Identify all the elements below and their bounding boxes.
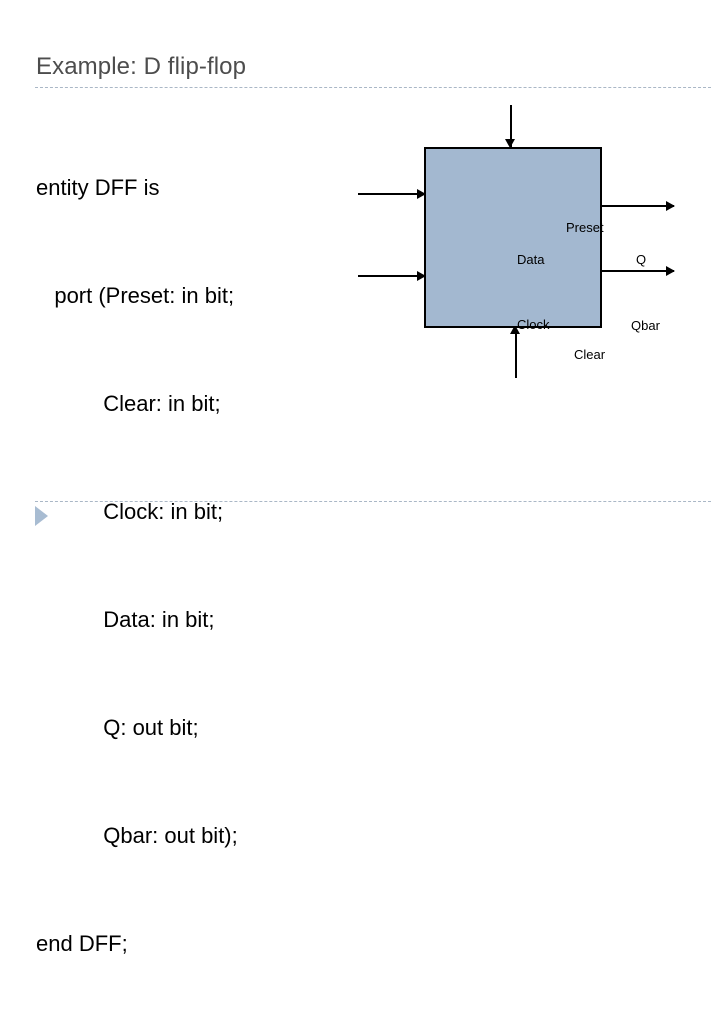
port-label-clear: Clear — [574, 347, 606, 362]
data-wire — [358, 193, 426, 195]
code-line: Clear: in bit; — [36, 391, 221, 416]
clear-wire — [515, 333, 517, 378]
code-line: end DFF; — [36, 931, 128, 956]
port-label-q: Q — [636, 252, 647, 267]
preset-arrowhead-icon — [505, 139, 515, 148]
qbar-wire — [601, 270, 674, 272]
port-label-preset: Preset — [566, 220, 604, 235]
port-label-clock: Clock — [517, 317, 550, 332]
code-line: Qbar: out bit); — [36, 823, 238, 848]
preset-wire — [510, 105, 512, 148]
data-arrowhead-icon — [417, 189, 426, 199]
footer-divider — [35, 501, 711, 502]
code-line: port (Preset: in bit; — [36, 283, 235, 308]
qbar-arrowhead-icon — [666, 266, 675, 276]
dff-block-diagram: Preset Data Q Clock Qbar Clear — [340, 95, 720, 395]
slide-canvas: Example: D flip-flop entity DFF is port … — [35, 53, 720, 956]
clock-wire — [358, 275, 426, 277]
clock-arrowhead-icon — [417, 271, 426, 281]
port-label-data: Data — [517, 252, 545, 267]
code-line: entity DFF is — [36, 175, 160, 200]
port-label-qbar: Qbar — [631, 318, 660, 333]
q-wire — [601, 205, 674, 207]
q-arrowhead-icon — [666, 201, 675, 211]
code-line: Clock: in bit; — [36, 499, 224, 524]
code-line: Data: in bit; — [36, 607, 215, 632]
dff-box: Preset Data Q Clock Qbar Clear — [424, 147, 660, 362]
page-title: Example: D flip-flop — [36, 53, 247, 80]
code-line: Q: out bit; — [36, 715, 199, 740]
play-triangle-icon — [35, 506, 48, 526]
vhdl-code-block: entity DFF is port (Preset: in bit; Clea… — [36, 98, 386, 1034]
title-divider — [35, 87, 711, 88]
clear-arrowhead-icon — [510, 325, 520, 334]
